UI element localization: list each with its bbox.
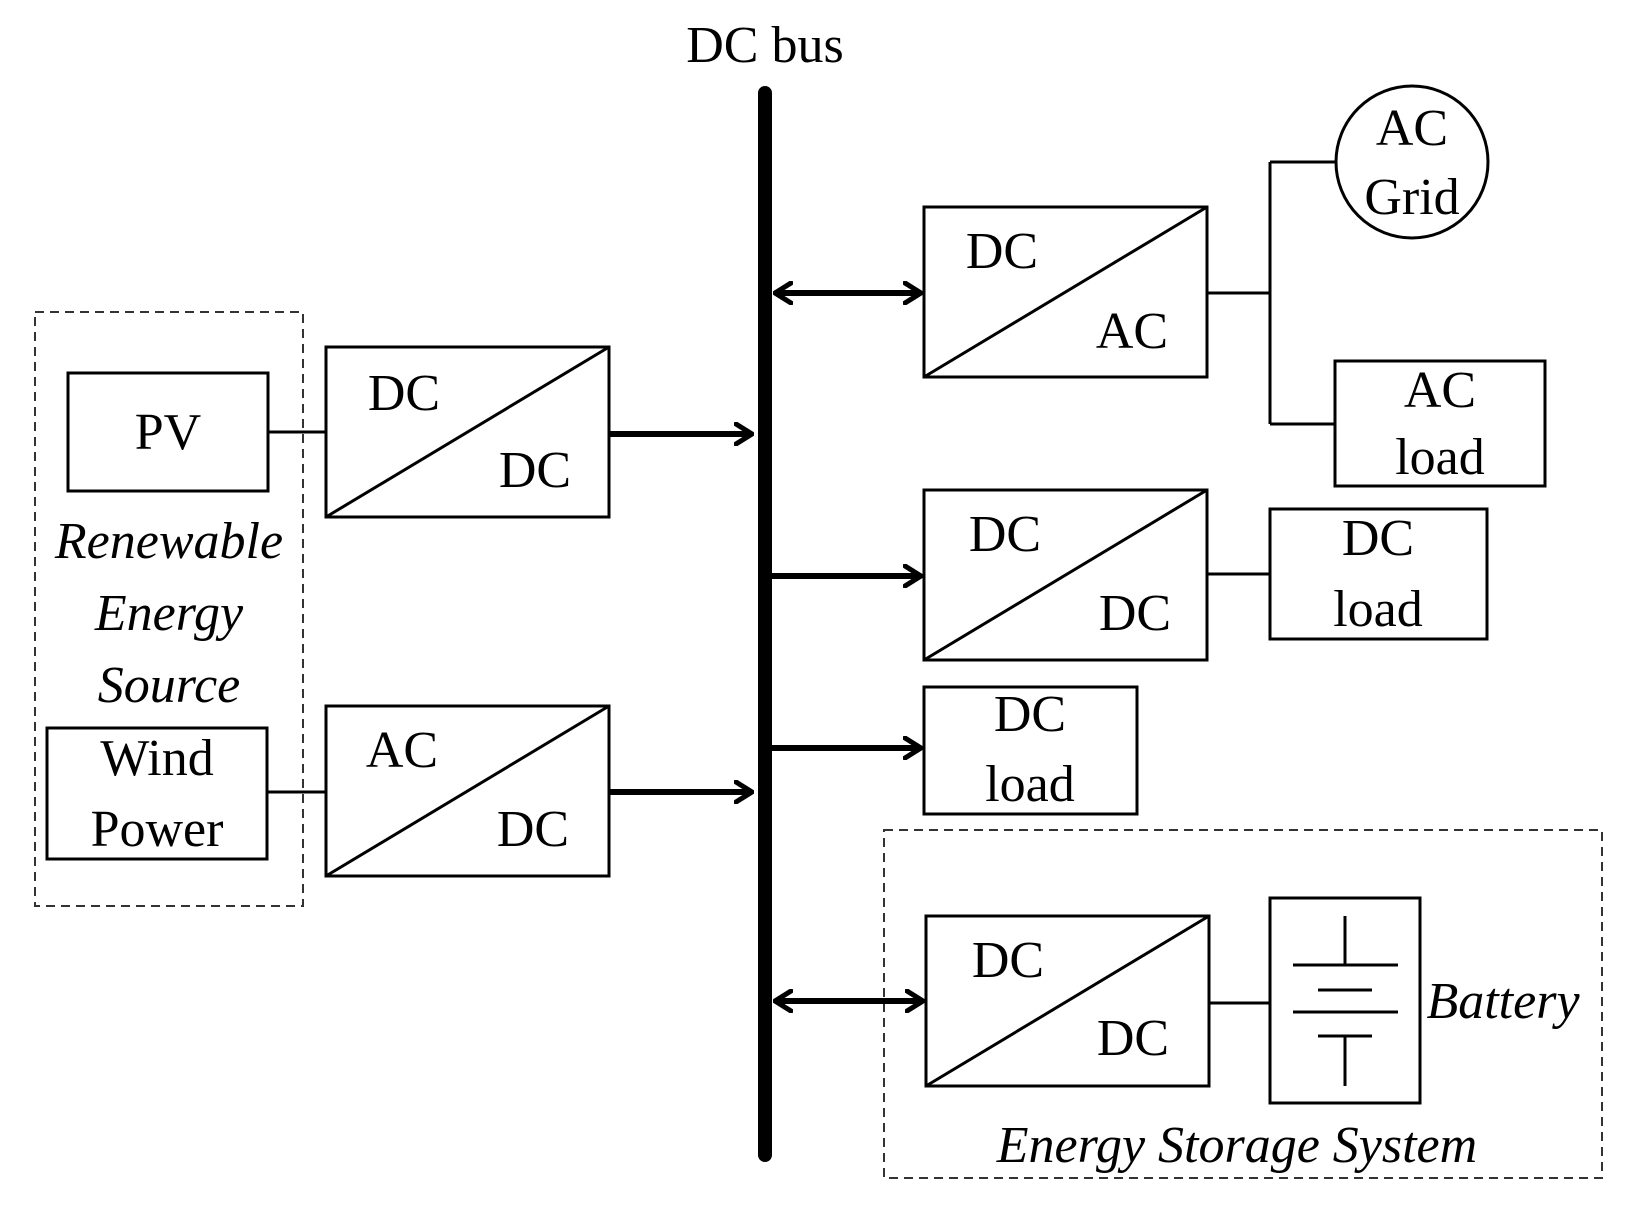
ac-load-box: [1333, 359, 1547, 488]
dc-load-1-label-line1: DC: [1342, 510, 1414, 567]
ac-grid-label-line2: Grid: [1364, 169, 1459, 226]
wind-ac-dc-converter: AC DC: [324, 704, 611, 878]
storage-converter-top-label: DC: [972, 932, 1044, 989]
load-converter-bottom-label: DC: [1099, 585, 1171, 642]
dc-load-1-label-line2: load: [1333, 581, 1423, 638]
ac-load-label-line2: load: [1395, 429, 1485, 486]
renewable-label-line1: Renewable: [54, 513, 283, 570]
energy-storage-label: Energy Storage System: [996, 1117, 1477, 1174]
renewable-source-group: [34, 311, 304, 907]
load-converter-top-label: DC: [969, 506, 1041, 563]
wind-label-line2: Power: [91, 801, 224, 858]
pv-label: PV: [135, 404, 201, 461]
renewable-label-line3: Source: [98, 657, 240, 714]
dc-load-2-box: [922, 685, 1139, 816]
wind-converter-top-label: AC: [366, 722, 438, 779]
load-dc-dc-converter: DC DC: [922, 488, 1209, 662]
ac-load-label-line1: AC: [1404, 362, 1476, 419]
pv-dc-dc-converter: DC DC: [324, 345, 611, 519]
inverter-top-label: DC: [966, 223, 1038, 280]
dc-load-1-box: [1268, 507, 1489, 641]
battery-label: Battery: [1426, 973, 1580, 1030]
pv-box: [66, 371, 270, 493]
dc-ac-inverter: DC AC: [922, 205, 1209, 379]
pv-converter-top-label: DC: [368, 365, 440, 422]
pv-converter-bottom-label: DC: [499, 442, 571, 499]
dc-bus-label: DC bus: [686, 17, 843, 74]
ac-grid-circle: [1334, 84, 1490, 240]
battery-icon: [1268, 896, 1422, 1105]
ac-grid-label-line1: AC: [1376, 100, 1448, 157]
wind-label-line1: Wind: [100, 730, 213, 787]
renewable-label-line2: Energy: [94, 585, 244, 642]
storage-converter-bottom-label: DC: [1097, 1010, 1169, 1067]
wind-power-box: [45, 726, 269, 861]
inverter-bottom-label: AC: [1096, 303, 1168, 360]
dc-load-2-label-line2: load: [985, 756, 1075, 813]
wind-converter-bottom-label: DC: [497, 801, 569, 858]
dc-load-2-label-line1: DC: [994, 686, 1066, 743]
storage-dc-dc-converter: DC DC: [924, 914, 1211, 1088]
